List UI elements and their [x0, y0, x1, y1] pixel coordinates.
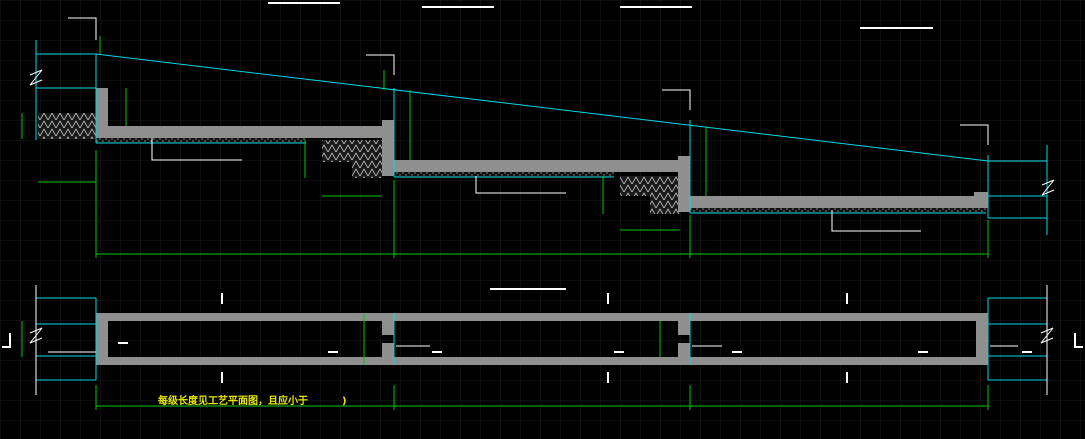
cross-wall: [382, 321, 394, 335]
bedding-layer: [96, 138, 306, 143]
wall-top: [96, 313, 988, 321]
cut-marks: [118, 293, 1032, 383]
inlet-pipe: [29, 40, 96, 140]
dimension-lines: [21, 36, 989, 258]
plan-dimensions: [21, 313, 989, 410]
leader-lines: [68, 17, 989, 232]
leader: [662, 89, 691, 110]
structure-outline: [95, 54, 989, 218]
gravel-fill: [38, 113, 96, 139]
wall-bottom: [96, 357, 988, 365]
cross-wall: [678, 321, 690, 335]
title-placeholders: [268, 2, 933, 29]
section-mark: [2, 333, 11, 348]
gravel-fill: [322, 140, 382, 178]
plan-note-suffix: ): [342, 396, 347, 407]
end-wall: [96, 313, 108, 365]
leader: [366, 54, 395, 75]
plan-note: 每级长度见工艺平面图，且应小于: [158, 394, 308, 407]
cross-wall: [678, 343, 690, 357]
slab: [678, 196, 976, 208]
section-mark: [1074, 333, 1083, 348]
section-view: [21, 2, 1055, 258]
cross-wall: [382, 343, 394, 357]
end-wall: [976, 313, 988, 365]
bedding-layer: [690, 208, 986, 213]
end-wall: [974, 192, 988, 208]
leader: [68, 17, 97, 40]
plan-leaders: [48, 345, 1018, 353]
leader: [151, 138, 242, 161]
break-line: [1040, 327, 1054, 344]
channel-walls: [96, 313, 988, 365]
leader: [831, 210, 921, 232]
leader: [475, 176, 566, 194]
outlet-pipe: [988, 145, 1055, 235]
leader: [960, 124, 989, 145]
water-surface-line: [95, 53, 989, 162]
gravel-fill: [620, 176, 680, 214]
plan-break-lines: [2, 285, 1083, 395]
plan-outline: [36, 297, 1047, 381]
end-wall: [96, 88, 108, 138]
concrete-structure: [96, 88, 988, 212]
break-line: [1041, 179, 1055, 196]
bedding-layer: [394, 172, 614, 177]
break-line: [29, 327, 43, 344]
break-line: [29, 69, 43, 86]
slab: [96, 126, 386, 138]
slab: [382, 160, 682, 172]
plan-view: 每级长度见工艺平面图，且应小于 ): [2, 285, 1083, 410]
